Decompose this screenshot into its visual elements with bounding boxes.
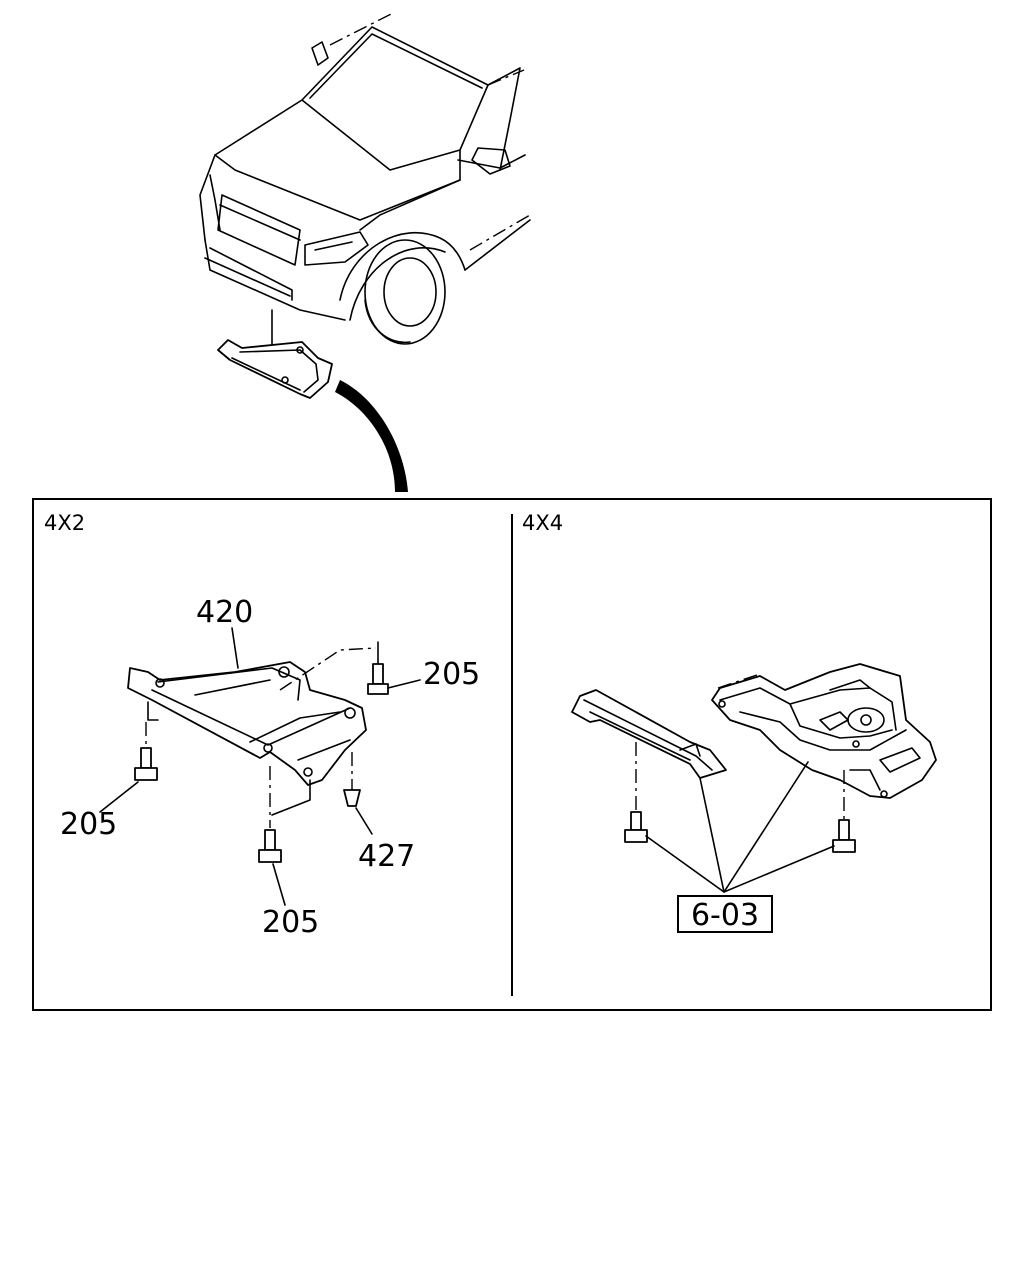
detail-frame <box>32 498 992 1011</box>
callout-427: 427 <box>358 839 415 874</box>
crossmember-4x4 <box>571 689 727 779</box>
callout-205-left: 205 <box>60 807 117 842</box>
skid-plate-4x2 <box>127 647 377 786</box>
detail-pointer-arrow <box>335 380 408 492</box>
bolt-205-right <box>367 641 421 695</box>
callout-205-bottom: 205 <box>262 905 319 940</box>
clip-427 <box>343 752 373 835</box>
panel-title-4x4: 4X4 <box>522 511 563 535</box>
ref-box-6-03: 6-03 <box>691 898 759 933</box>
leader-420 <box>231 627 239 669</box>
bolt-205-left <box>99 701 159 813</box>
vehicle-front-illustration <box>199 11 531 492</box>
ref-box-frame <box>677 895 773 933</box>
panel-title-4x2: 4X2 <box>44 511 85 535</box>
callout-420: 420 <box>196 595 253 630</box>
skid-plate-4x4 <box>711 663 937 799</box>
callout-205-right: 205 <box>423 657 480 692</box>
ref-leaders <box>645 761 835 893</box>
bolts-4x4 <box>624 742 856 853</box>
bolt-205-bottom <box>258 766 311 906</box>
